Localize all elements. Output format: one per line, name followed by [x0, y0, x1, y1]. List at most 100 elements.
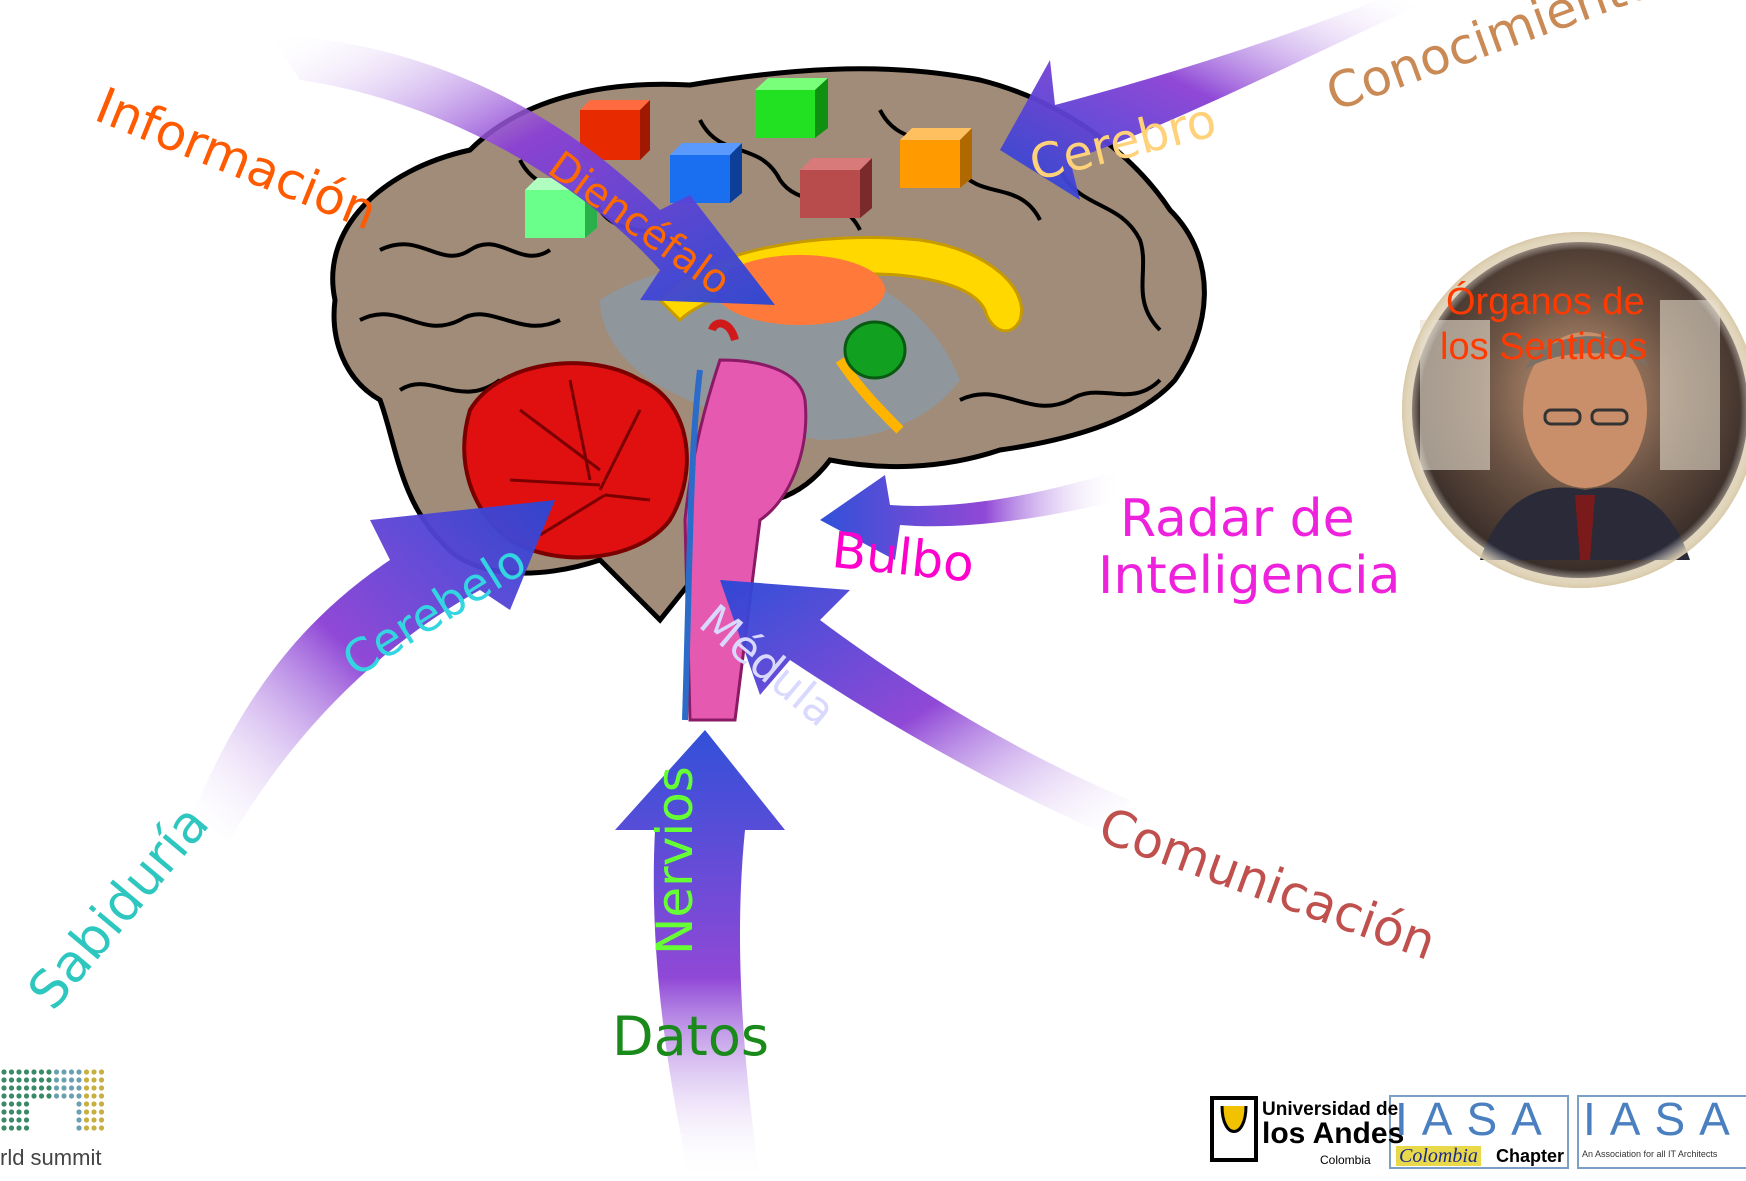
summit-logo-dot — [46, 1069, 52, 1075]
summit-logo-dot — [76, 1077, 82, 1083]
label-radar-line1: Radar de — [1120, 489, 1355, 549]
summit-logo-dot — [23, 1109, 30, 1115]
summit-logo-dot — [76, 1101, 82, 1107]
summit-logo-dot — [76, 1069, 82, 1075]
summit-logo-dot — [8, 1125, 15, 1131]
summit-logo-dot — [83, 1077, 90, 1083]
summit-logo-dot — [31, 1069, 37, 1075]
uniandes-logo — [1210, 1096, 1258, 1162]
summit-logo-dot — [16, 1093, 22, 1099]
summit-logo-dot — [91, 1093, 97, 1099]
summit-logo-dot — [91, 1069, 97, 1075]
summit-logo-dot — [16, 1085, 22, 1091]
summit-logo-dot — [16, 1101, 22, 1107]
label-datos: Datos — [612, 1005, 770, 1068]
summit-logo-dot — [8, 1101, 15, 1107]
label-radar-line2: Inteligencia — [1098, 546, 1401, 606]
summit-logo-dot — [38, 1093, 45, 1099]
summit-logo-dot — [53, 1085, 60, 1091]
summit-logo-dot — [53, 1077, 60, 1083]
summit-logo-dot — [91, 1109, 97, 1115]
person-photo — [1402, 232, 1746, 588]
uniandes-line2: los Andes — [1262, 1117, 1405, 1150]
summit-logo-dot — [46, 1077, 52, 1083]
summit-logo-dot — [1, 1093, 7, 1099]
iasa-colombia-letters: IASA — [1395, 1093, 1556, 1145]
thalamus — [715, 255, 885, 325]
summit-logo-dot — [16, 1125, 22, 1131]
summit-logo-dot — [23, 1069, 30, 1075]
summit-logo-dot — [8, 1109, 15, 1115]
summit-logo-dot — [83, 1085, 90, 1091]
summit-logo-dot — [76, 1109, 82, 1115]
summit-logo-dot — [23, 1125, 30, 1131]
summit-logo-dot — [98, 1125, 105, 1131]
label-organos-line1: Órganos de — [1446, 281, 1645, 323]
summit-logo-dot — [61, 1069, 67, 1075]
summit-logo-text: rld summit — [0, 1145, 102, 1170]
arrow-medula — [720, 580, 1130, 840]
iasa-colombia-chapter: Chapter — [1496, 1146, 1565, 1166]
summit-logo-dot — [76, 1093, 82, 1099]
summit-logo-dot — [1, 1085, 7, 1091]
summit-logo-dot — [68, 1077, 75, 1083]
summit-logo-dot — [91, 1125, 97, 1131]
arrow-cerebro — [1000, 0, 1420, 200]
label-organos-line2: los Sentidos — [1440, 326, 1648, 368]
cube-darkred — [800, 158, 872, 218]
arrow-diencefalo — [270, 35, 775, 305]
summit-logo-dot — [83, 1109, 90, 1115]
iasa-logo — [1577, 1095, 1746, 1169]
summit-logo-dot — [38, 1069, 45, 1075]
summit-logo-dot — [98, 1085, 105, 1091]
summit-logo-dot — [98, 1069, 105, 1075]
cube-orange — [900, 128, 972, 188]
summit-logo-dot — [83, 1069, 90, 1075]
summit-logo-dot — [46, 1093, 52, 1099]
summit-logo-dot — [68, 1085, 75, 1091]
iasa-tagline: An Association for all IT Architects — [1582, 1149, 1718, 1159]
arrow-nervios — [615, 730, 785, 1181]
summit-logo-dot — [16, 1117, 22, 1123]
summit-logo-dot — [23, 1101, 30, 1107]
summit-logo-dot — [16, 1077, 22, 1083]
cube-green — [755, 78, 828, 138]
iasa-colombia-word: Colombia — [1396, 1146, 1481, 1166]
summit-logo-dot — [98, 1077, 105, 1083]
summit-logo-dot — [76, 1125, 82, 1131]
summit-logo-dot — [8, 1085, 15, 1091]
arrow-cerebelo — [190, 500, 555, 840]
summit-logo-dot — [53, 1069, 60, 1075]
knowledge-cubes — [525, 78, 972, 238]
arrow-bulbo — [820, 470, 1120, 560]
summit-logo-dot — [98, 1117, 105, 1123]
summit-logo-dot — [98, 1093, 105, 1099]
summit-logo-dot — [8, 1077, 15, 1083]
summit-logo-dot — [76, 1117, 82, 1123]
summit-logo-dot — [1, 1117, 7, 1123]
green-nucleus — [843, 320, 907, 380]
summit-logo-dot — [61, 1093, 67, 1099]
summit-logo-dot — [76, 1085, 82, 1091]
summit-logo-dot — [98, 1101, 105, 1107]
summit-logo-dot — [16, 1109, 22, 1115]
summit-logo-dot — [91, 1101, 97, 1107]
cube-blue — [670, 143, 742, 203]
summit-logo-dot — [53, 1093, 60, 1099]
summit-logo-dot — [83, 1093, 90, 1099]
summit-logo-dot — [31, 1093, 37, 1099]
summit-logo-dot — [83, 1125, 90, 1131]
summit-logo-dot — [23, 1077, 30, 1083]
summit-logo-dot — [8, 1117, 15, 1123]
summit-logo-dot — [8, 1093, 15, 1099]
summit-logo-dot — [16, 1069, 22, 1075]
summit-logo-dot — [23, 1093, 30, 1099]
summit-logo-dot — [31, 1077, 37, 1083]
summit-logo-dot — [83, 1101, 90, 1107]
summit-logo-dot — [91, 1085, 97, 1091]
summit-logo-dot — [1, 1101, 7, 1107]
label-bulbo: Bulbo — [829, 521, 977, 594]
summit-logo-dot — [1, 1069, 7, 1075]
iasa-letters: IASA — [1583, 1093, 1744, 1145]
